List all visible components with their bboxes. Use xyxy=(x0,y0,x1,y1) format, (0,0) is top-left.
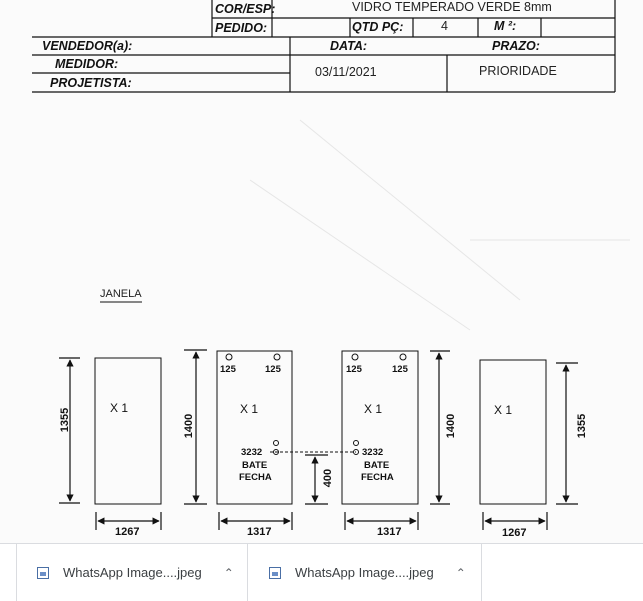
piece-1-qty: X 1 xyxy=(110,401,129,415)
image-file-icon xyxy=(269,566,281,579)
piece-2-lock-line2: FECHA xyxy=(239,472,272,483)
qtd-label: QTD PÇ: xyxy=(352,20,404,34)
section-title: JANELA xyxy=(100,288,142,300)
piece-1-width: 1267 xyxy=(115,526,140,538)
document-lines xyxy=(32,0,630,530)
piece-2-hole-right: 125 xyxy=(265,364,281,375)
piece-2-lock-line1: BATE xyxy=(242,460,268,471)
image-file-icon xyxy=(37,566,49,579)
cor-esp-label: COR/ESP: xyxy=(215,2,276,16)
prioridade-label: PRIORIDADE xyxy=(479,64,557,78)
download-item-2[interactable]: WhatsApp Image....jpeg ⌃ xyxy=(249,544,482,601)
download-shelf: WhatsApp Image....jpeg ⌃ WhatsApp Image.… xyxy=(0,543,643,601)
scanned-document: COR/ESP: VIDRO TEMPERADO VERDE 8mm PEDID… xyxy=(32,0,630,539)
piece-3-hole-left: 125 xyxy=(346,364,362,375)
piece-3-lock-line1: BATE xyxy=(364,460,390,471)
piece-4-qty: X 1 xyxy=(494,403,513,417)
m2-label: M ²: xyxy=(494,19,517,33)
piece-4-width: 1267 xyxy=(502,527,527,539)
piece-2-width: 1317 xyxy=(247,526,272,538)
qtd-value: 4 xyxy=(441,19,448,33)
piece-2-hole-left: 125 xyxy=(220,364,236,375)
download-item-1[interactable]: WhatsApp Image....jpeg ⌃ xyxy=(16,544,248,601)
piece-3-qty: X 1 xyxy=(364,402,383,416)
piece-2-height: 1400 xyxy=(183,413,195,439)
piece-4-height: 1355 xyxy=(576,413,588,439)
data-label: DATA: xyxy=(330,39,368,53)
prazo-label: PRAZO: xyxy=(492,39,540,53)
piece-3-lock-code: 3232 xyxy=(362,447,384,458)
chevron-up-icon[interactable]: ⌃ xyxy=(455,565,466,580)
download-item-1-name: WhatsApp Image....jpeg xyxy=(63,565,202,580)
vendedor-label: VENDEDOR(a): xyxy=(42,39,133,53)
pedido-label: PEDIDO: xyxy=(215,21,268,35)
piece-3-lock-line2: FECHA xyxy=(361,472,394,483)
chevron-up-icon[interactable]: ⌃ xyxy=(223,565,234,580)
piece-3-hole-right: 125 xyxy=(392,364,408,375)
projetista-label: PROJETISTA: xyxy=(50,76,132,90)
cor-esp-value: VIDRO TEMPERADO VERDE 8mm xyxy=(352,0,552,14)
piece-3-width: 1317 xyxy=(377,526,402,538)
piece-2-offset: 400 xyxy=(322,468,334,488)
piece-2-lock-code: 3232 xyxy=(241,447,263,458)
medidor-label: MEDIDOR: xyxy=(55,57,119,71)
piece-1-height: 1355 xyxy=(59,407,71,433)
download-item-2-name: WhatsApp Image....jpeg xyxy=(295,565,434,580)
piece-2-qty: X 1 xyxy=(240,402,259,416)
data-value: 03/11/2021 xyxy=(315,65,377,79)
piece-3-height: 1400 xyxy=(445,413,457,439)
